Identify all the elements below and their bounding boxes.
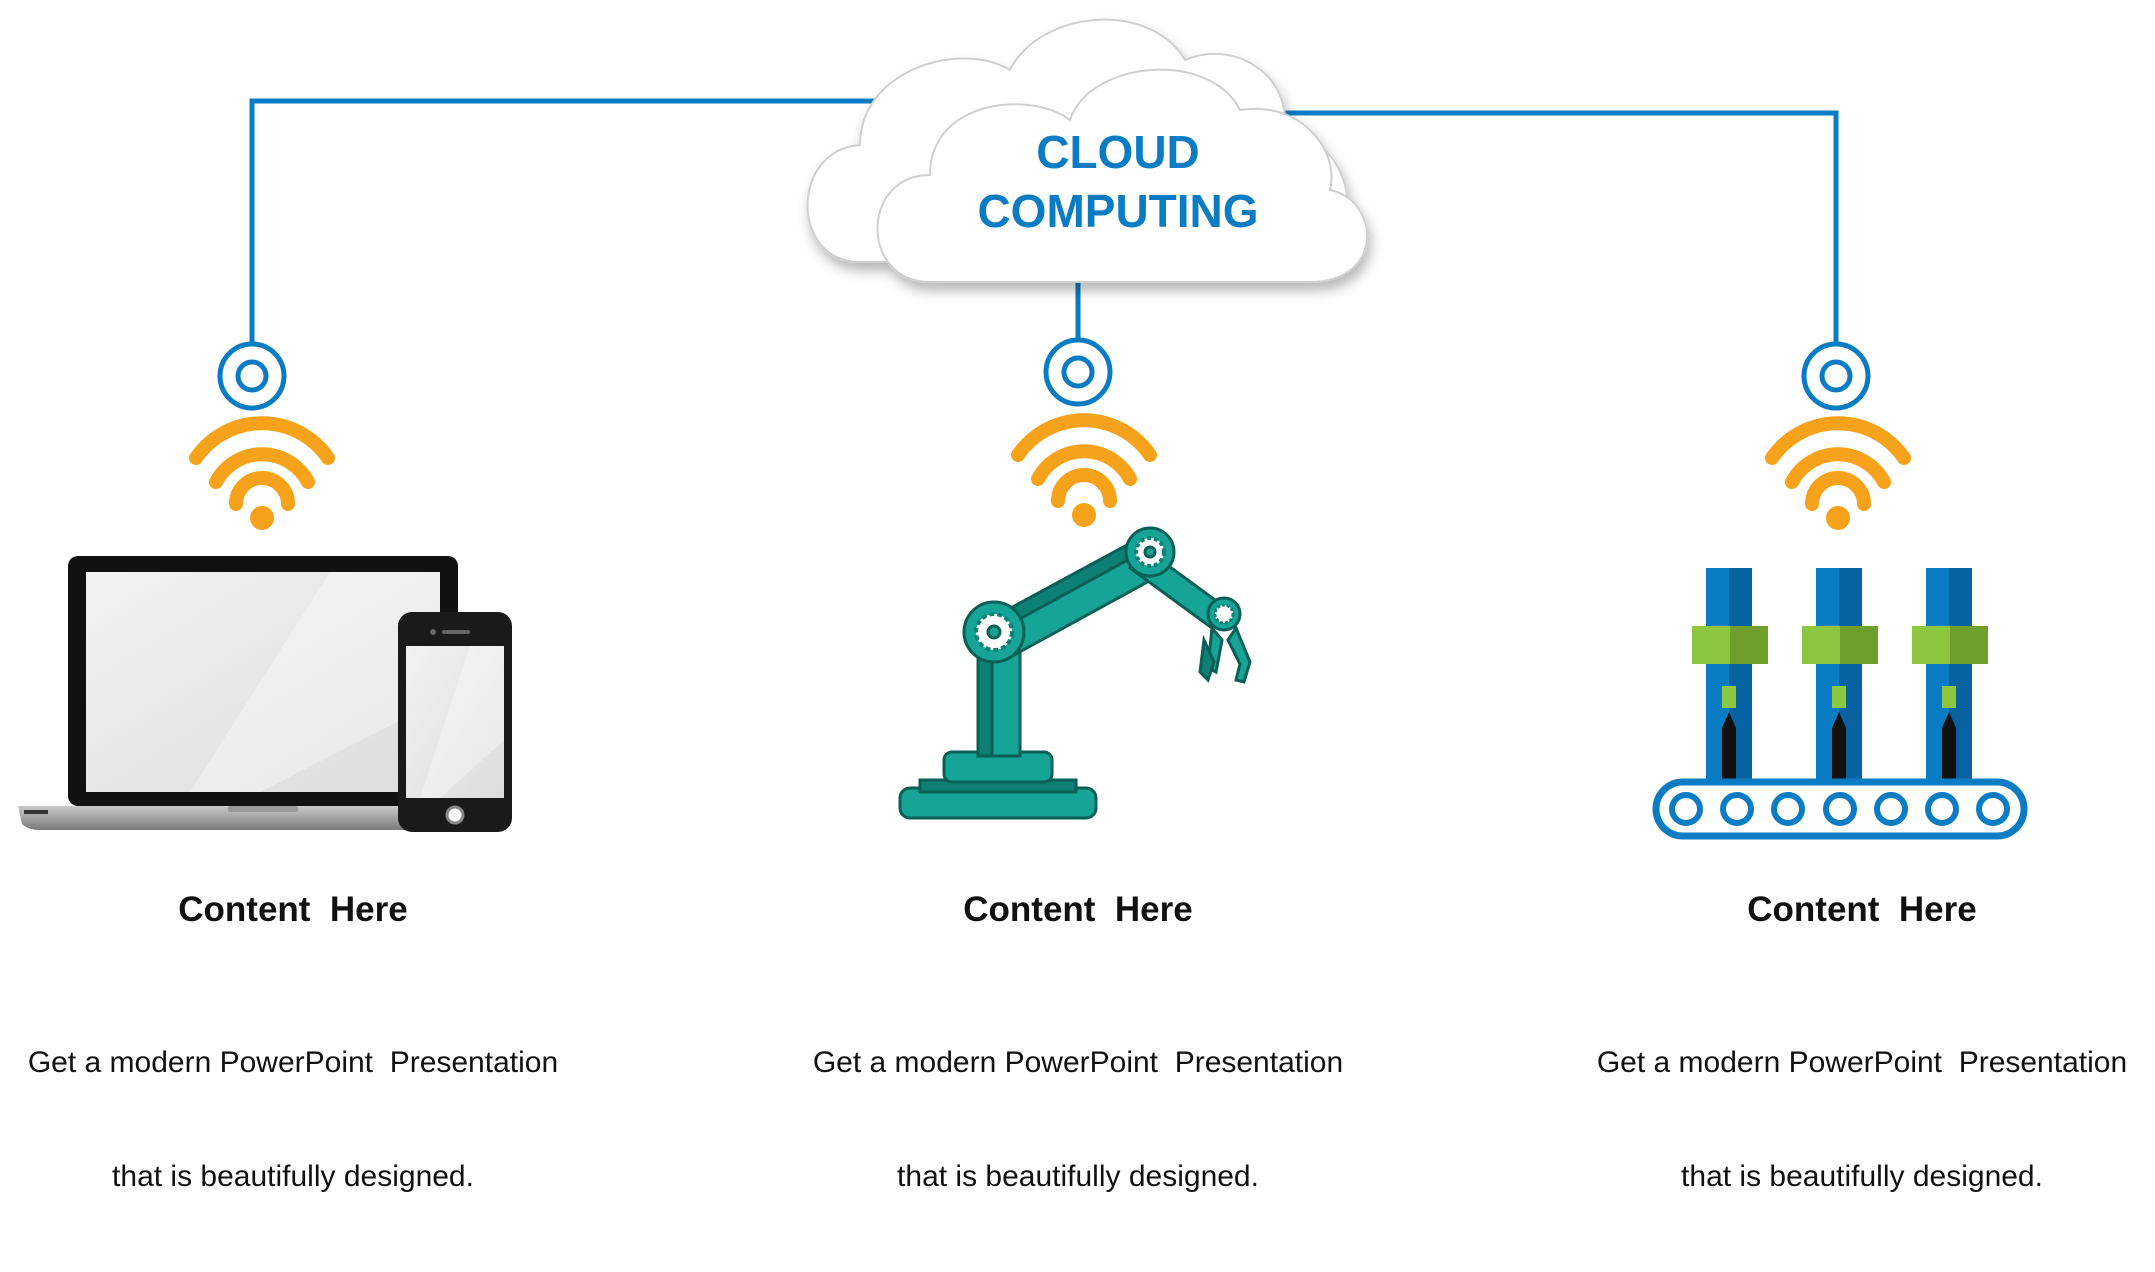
connector-lines xyxy=(249,98,1839,342)
connector-right xyxy=(1270,110,1839,342)
wifi-left-icon xyxy=(189,416,335,530)
content-heading: Content Here xyxy=(178,890,408,929)
connector-left xyxy=(249,98,900,342)
content-description-line2: that is beautifully designed. xyxy=(1681,1160,2043,1193)
access-point-left-icon xyxy=(217,341,287,411)
cloud-icon xyxy=(806,18,1369,283)
wifi-right-icon xyxy=(1765,416,1911,530)
capper-1 xyxy=(1692,568,1768,782)
laptop-icon xyxy=(18,556,500,830)
diagram-canvas: CLOUD COMPUTING xyxy=(18,18,2028,840)
capper-2 xyxy=(1802,568,1878,782)
content-description-line1: Get a modern PowerPoint Presentation xyxy=(1596,1046,2128,1079)
content-description: Get a modern PowerPoint Presentation tha… xyxy=(1512,968,2155,1272)
content-description-line1: Get a modern PowerPoint Presentation xyxy=(812,1046,1344,1079)
conveyor-belt xyxy=(1652,778,2028,840)
content-description: Get a modern PowerPoint Presentation tha… xyxy=(0,968,643,1272)
phone-icon xyxy=(398,612,512,832)
content-description-line2: that is beautifully designed. xyxy=(897,1160,1259,1193)
access-point-center-icon xyxy=(1043,337,1113,407)
bottling-conveyor-icon xyxy=(1652,568,2028,840)
access-point-right-icon xyxy=(1801,341,1871,411)
cloud-title-line1: CLOUD xyxy=(1036,126,1200,178)
wifi-center-icon xyxy=(1011,413,1157,527)
content-heading: Content Here xyxy=(963,890,1193,929)
content-description-line1: Get a modern PowerPoint Presentation xyxy=(27,1046,559,1079)
robot-arm-icon xyxy=(898,526,1252,820)
content-heading: Content Here xyxy=(1747,890,1977,929)
laptop-phone-icon xyxy=(18,556,512,832)
cloud-title-line2: COMPUTING xyxy=(977,185,1258,237)
capper-3 xyxy=(1912,568,1988,782)
content-description-line2: that is beautifully designed. xyxy=(112,1160,474,1193)
content-description: Get a modern PowerPoint Presentation tha… xyxy=(728,968,1428,1272)
